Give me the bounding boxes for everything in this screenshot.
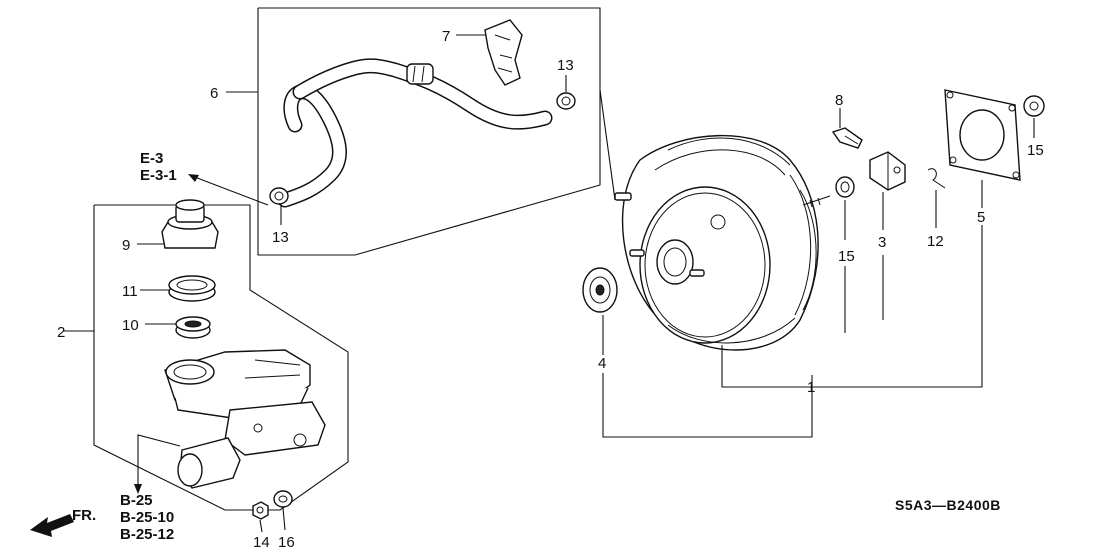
callout-9: 9 [122, 237, 130, 254]
hose-clip-bottom [269, 187, 289, 205]
ref-e-3-1: E-3-1 [140, 167, 177, 184]
callout-5: 5 [977, 209, 985, 226]
callout-11: 11 [122, 283, 138, 300]
callout-15-center: 15 [838, 248, 855, 265]
hose-group-frame [226, 7, 601, 256]
b-reference-labels: B-25 B-25-10 B-25-12 [120, 492, 174, 543]
cylinder-washer [273, 490, 293, 508]
callout-16: 16 [278, 534, 295, 551]
ref-e-3: E-3 [140, 150, 163, 167]
booster-nut-small [835, 176, 855, 198]
e-reference-labels: E-3 E-3-1 [140, 150, 177, 184]
cylinder-nut [252, 501, 269, 520]
callout-10: 10 [122, 317, 139, 334]
hose-clamp-holder [484, 19, 523, 86]
booster-gasket [944, 89, 1021, 181]
pushrod-clevis-pin [831, 127, 863, 149]
callout-1: 1 [807, 379, 815, 396]
ref-b-25: B-25 [120, 492, 153, 509]
direction-label: FR. [72, 507, 96, 524]
ref-b-25-12: B-25-12 [120, 526, 174, 543]
brake-booster [614, 134, 831, 351]
hose-clip-top [556, 92, 576, 110]
callout-14: 14 [253, 534, 270, 551]
diagram-code: S5A3—B2400B [895, 497, 1001, 513]
lock-pin-clip [927, 168, 946, 189]
callout-7: 7 [442, 28, 450, 45]
front-direction-arrow [30, 514, 74, 537]
reservoir-filter-ring [168, 275, 216, 302]
reservoir-cap [161, 199, 219, 249]
master-cylinder-body [164, 349, 326, 489]
callout-6: 6 [210, 85, 218, 102]
callout-15-right: 15 [1027, 142, 1044, 159]
callout-12: 12 [927, 233, 944, 250]
callout-3: 3 [878, 234, 886, 251]
e3-reference-arrow [188, 174, 269, 206]
clevis-joint [869, 151, 906, 191]
callout-13-bottom: 13 [272, 229, 289, 246]
vacuum-hose [277, 58, 553, 208]
reservoir-seal [175, 316, 211, 339]
ref-b-25-10: B-25-10 [120, 509, 174, 526]
booster-leader-lines [599, 89, 1035, 438]
callout-13-top: 13 [557, 57, 574, 74]
callout-4: 4 [598, 355, 606, 372]
callout-8: 8 [835, 92, 843, 109]
callout-2: 2 [57, 324, 65, 341]
callout-numbers: 1 2 3 4 5 6 7 8 9 10 11 12 13 13 14 15 1… [57, 28, 1044, 551]
b25-reference-arrow [134, 434, 181, 494]
booster-mount-nut [1023, 95, 1045, 117]
booster-seal [582, 267, 618, 313]
